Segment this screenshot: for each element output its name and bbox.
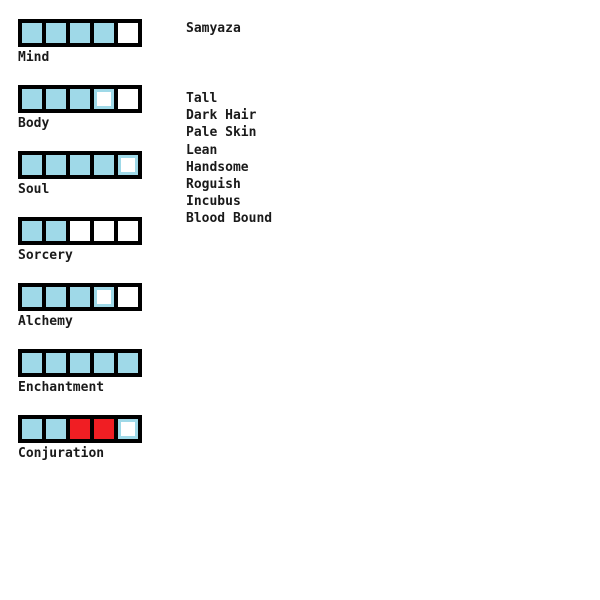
stat-meter[interactable] <box>18 151 142 179</box>
stat-cell-filled[interactable] <box>22 221 42 241</box>
stat-block: Body <box>18 85 168 131</box>
stat-cell-filled[interactable] <box>46 287 66 307</box>
stat-cell-filled[interactable] <box>118 353 138 373</box>
stat-meter[interactable] <box>18 283 142 311</box>
stat-cell-filled[interactable] <box>22 287 42 307</box>
stat-label: Alchemy <box>18 314 73 329</box>
stat-label: Mind <box>18 50 50 65</box>
trait-item: Roguish <box>186 177 241 193</box>
stat-cell-filled[interactable] <box>46 419 66 439</box>
stat-cell-partial[interactable] <box>118 419 138 439</box>
stat-label: Conjuration <box>18 446 105 461</box>
stat-cell-filled[interactable] <box>46 353 66 373</box>
stat-cell-filled[interactable] <box>70 287 90 307</box>
stat-cell-partial[interactable] <box>94 287 114 307</box>
trait-item: Dark Hair <box>186 108 257 124</box>
stat-cell-filled[interactable] <box>70 155 90 175</box>
character-name: Samyaza <box>186 21 241 36</box>
stat-cell-filled[interactable] <box>46 155 66 175</box>
stat-meter[interactable] <box>18 349 142 377</box>
stat-meter[interactable] <box>18 85 142 113</box>
stat-cell-filled[interactable] <box>70 23 90 43</box>
stat-block: Enchantment <box>18 349 168 395</box>
stat-cell-filled[interactable] <box>70 353 90 373</box>
stat-cell-empty[interactable] <box>70 221 90 241</box>
trait-item: Handsome <box>186 159 249 175</box>
stat-cell-empty[interactable] <box>94 221 114 241</box>
trait-item: Lean <box>186 142 218 158</box>
stat-block: Conjuration <box>18 415 168 461</box>
stat-cell-filled[interactable] <box>46 221 66 241</box>
stat-cell-filled[interactable] <box>46 89 66 109</box>
stat-cell-empty[interactable] <box>118 23 138 43</box>
trait-item: Tall <box>186 91 218 106</box>
stat-cell-partial[interactable] <box>118 155 138 175</box>
trait-item: Pale Skin <box>186 125 257 141</box>
stat-meter[interactable] <box>18 415 142 443</box>
stat-cell-filled[interactable] <box>22 353 42 373</box>
stat-cell-filled[interactable] <box>22 89 42 109</box>
stat-cell-partial[interactable] <box>94 89 114 109</box>
stat-meter[interactable] <box>18 19 142 47</box>
stat-cell-filled-red[interactable] <box>94 419 114 439</box>
stat-block: Sorcery <box>18 217 168 263</box>
stat-cell-empty[interactable] <box>118 221 138 241</box>
stat-cell-filled-red[interactable] <box>70 419 90 439</box>
stat-label: Body <box>18 116 50 131</box>
stat-cell-filled[interactable] <box>22 419 42 439</box>
stat-block: Soul <box>18 151 168 197</box>
stat-cell-filled[interactable] <box>94 23 114 43</box>
stat-label: Sorcery <box>18 248 73 263</box>
trait-item: Blood Bound <box>186 211 273 227</box>
stat-cell-filled[interactable] <box>94 155 114 175</box>
stat-cell-empty[interactable] <box>118 287 138 307</box>
stat-cell-filled[interactable] <box>70 89 90 109</box>
stat-block: Mind <box>18 19 168 65</box>
stat-meter[interactable] <box>18 217 142 245</box>
stat-cell-filled[interactable] <box>22 155 42 175</box>
stat-cell-filled[interactable] <box>46 23 66 43</box>
stat-label: Soul <box>18 182 50 197</box>
trait-item: Incubus <box>186 194 241 210</box>
stat-cell-filled[interactable] <box>94 353 114 373</box>
stat-cell-filled[interactable] <box>22 23 42 43</box>
stat-cell-empty[interactable] <box>118 89 138 109</box>
stat-label: Enchantment <box>18 380 105 395</box>
stat-block: Alchemy <box>18 283 168 329</box>
identity-section: Samyaza <box>186 21 486 36</box>
